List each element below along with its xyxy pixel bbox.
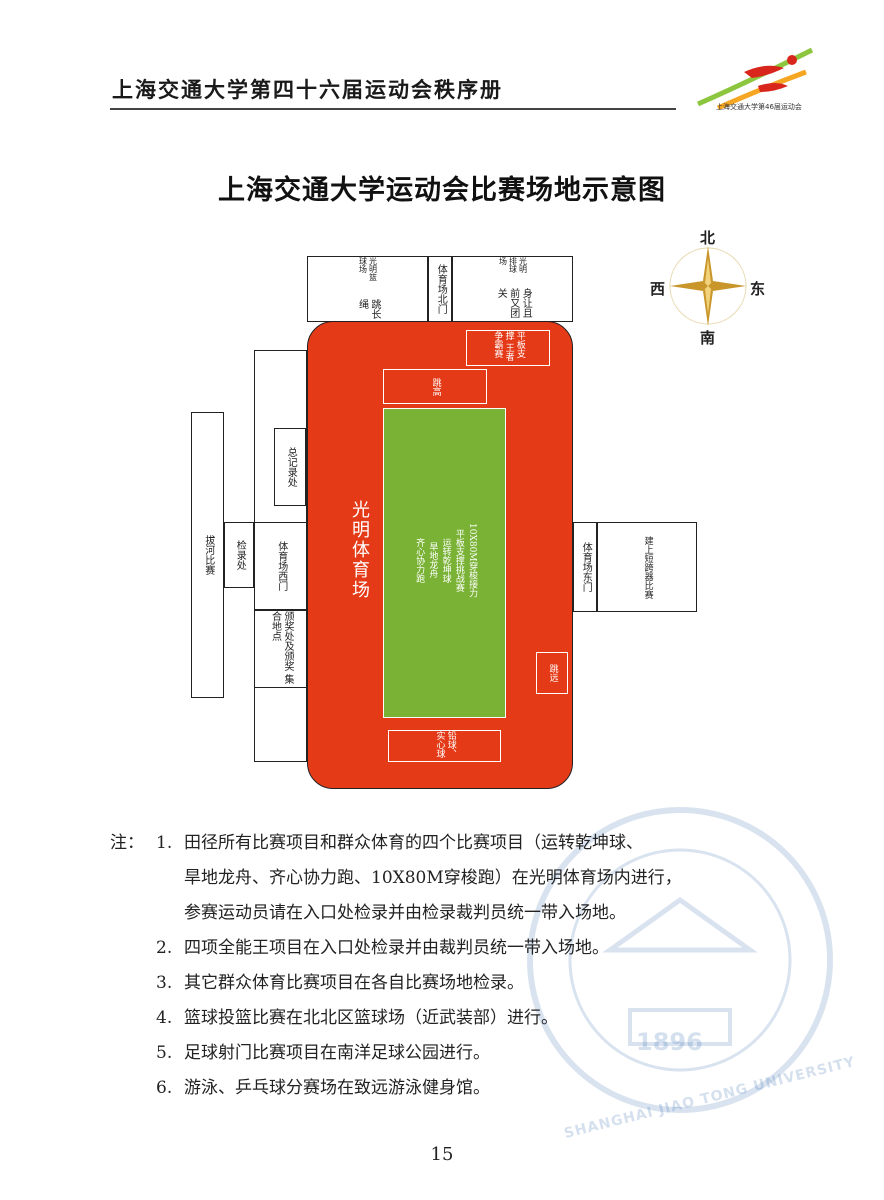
plank-challenge-area: 平板支撑 王者争霸赛 <box>466 330 550 366</box>
infield-grass <box>383 408 506 718</box>
note-item-6: 6. 游泳、乒乓球分赛场在致远游泳健身馆。 <box>110 1071 682 1106</box>
header-title: 上海交通大学第四十六届运动会秩序册 <box>112 77 503 102</box>
note-text: 旱地龙舟、齐心协力跑、10X80M穿梭跑）在光明体育场内进行， <box>184 868 682 888</box>
stadium-name: 光明体育场 <box>349 500 370 600</box>
high-jump-area: 跳高 <box>383 369 487 404</box>
west-gate-label: 体育场西门 <box>275 541 287 591</box>
north-gate: 体育场北门 <box>428 256 452 322</box>
infield-event-5: 齐心协力跑 <box>414 537 425 583</box>
west-gate: 体育场西门 <box>254 522 307 610</box>
note-text: 四项全能王项目在入口处检录并由裁判员统一带入场地。 <box>184 938 609 958</box>
note-item-3: 3. 其它群众体育比赛项目在各自比赛场地检录。 <box>110 966 682 1001</box>
record-office-label: 总记录处 <box>285 447 297 487</box>
notes-prefix: 注： <box>110 833 144 853</box>
notes-section: 注： 1. 田径所有比赛项目和群众体育的四个比赛项目（运转乾坤球、 旱地龙舟、齐… <box>110 826 682 1106</box>
shot-put-area: 铅球、实心球 <box>388 730 501 762</box>
note-item-4: 4. 篮球投篮比赛在北北区篮球场（近武装部）进行。 <box>110 1001 682 1036</box>
top-right-venue: 光明排球场 身让且前又团关 <box>452 256 573 322</box>
note-number: 3. <box>156 973 173 993</box>
tug-of-war-label: 拔河比赛 <box>202 535 214 575</box>
compass-east: 东 <box>750 280 766 298</box>
note-item-2: 2. 四项全能王项目在入口处检录并由裁判员统一带入场地。 <box>110 931 682 966</box>
top-left-venue: 光明篮球场 跳长绳 <box>307 256 428 322</box>
infield-event-list: 10X80M穿梭接力 平板支撑挑战赛 运转乾坤球 旱地龙舟 齐心协力跑 <box>390 510 500 610</box>
north-gate-label: 体育场北门 <box>435 264 447 314</box>
note-text: 田径所有比赛项目和群众体育的四个比赛项目（运转乾坤球、 <box>184 833 643 853</box>
award-area-label: 颁奖处及颁奖 集合地点 <box>269 611 294 685</box>
compass-west: 西 <box>650 280 666 298</box>
infield-event-1: 10X80M穿梭接力 <box>467 522 478 598</box>
award-area: 颁奖处及颁奖 集合地点 <box>254 610 307 688</box>
note-text: 其它群众体育比赛项目在各自比赛场地检录。 <box>184 973 524 993</box>
note-number: 1. <box>156 833 173 853</box>
note-number: 5. <box>156 1043 173 1063</box>
infield-event-3: 运转乾坤球 <box>440 537 451 583</box>
high-jump-label: 跳高 <box>430 377 441 396</box>
infield-event-2: 平板支撑挑战赛 <box>453 528 464 592</box>
logo-caption: 上海交通大学第46届运动会 <box>716 103 802 111</box>
note-number: 6. <box>156 1078 173 1098</box>
note-item-5: 5. 足球射门比赛项目在南洋足球公园进行。 <box>110 1036 682 1071</box>
note-text: 篮球投篮比赛在北北区篮球场（近武装部）进行。 <box>184 1008 558 1028</box>
east-venue: 建上短跨器比赛 <box>597 522 697 612</box>
infield-event-4: 旱地龙舟 <box>427 542 438 578</box>
compass-north: 北 <box>700 229 716 247</box>
shot-put-label: 铅球、实心球 <box>434 731 456 758</box>
note-number: 4. <box>156 1008 173 1028</box>
compass-south: 南 <box>700 329 716 347</box>
long-jump-area: 跳远 <box>536 652 568 694</box>
long-jump-label: 跳远 <box>547 664 558 682</box>
page-title: 上海交通大学运动会比赛场地示意图 <box>218 175 666 206</box>
note-text: 参赛运动员请在入口处检录并由检录裁判员统一带入场地。 <box>184 903 626 923</box>
top-right-venue-line1: 光明排球场 <box>498 257 528 273</box>
page-number: 15 <box>430 1144 454 1165</box>
games-logo-icon <box>696 47 814 111</box>
top-left-venue-line2: 跳长绳 <box>356 298 381 319</box>
note-item-1: 注： 1. 田径所有比赛项目和群众体育的四个比赛项目（运转乾坤球、 <box>110 826 682 861</box>
top-right-venue-line2: 身让且前又团关 <box>495 287 532 318</box>
note-number: 2. <box>156 938 173 958</box>
check-in-label: 检录处 <box>234 540 246 570</box>
watermark-year: 1896 <box>636 1028 703 1056</box>
university-seal-watermark-icon <box>527 807 833 1113</box>
east-venue-label: 建上短跨器比赛 <box>642 535 653 599</box>
header-rule <box>110 108 676 110</box>
tug-of-war-area <box>191 412 224 698</box>
record-office: 总记录处 <box>274 428 306 506</box>
east-gate-label: 体育场东门 <box>580 542 592 592</box>
note-text: 足球射门比赛项目在南洋足球公园进行。 <box>184 1043 490 1063</box>
top-left-venue-line1: 光明篮球场 <box>358 257 378 281</box>
note-text: 游泳、乒乓球分赛场在致远游泳健身馆。 <box>184 1078 490 1098</box>
plank-challenge-label: 平板支撑 王者争霸赛 <box>492 331 525 361</box>
east-gate: 体育场东门 <box>573 522 597 612</box>
compass-icon <box>669 246 747 326</box>
check-in-desk: 检录处 <box>224 522 254 588</box>
